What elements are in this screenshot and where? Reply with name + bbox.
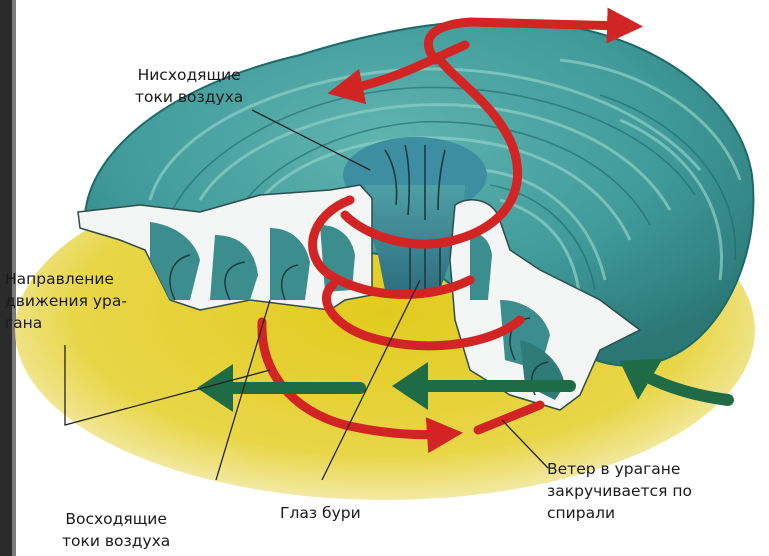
label-updrafts: Восходящие токи воздуха xyxy=(62,508,170,552)
label-downdrafts: Нисходящие токи воздуха xyxy=(135,64,243,108)
label-direction: Направление движения ура- гана xyxy=(5,268,127,334)
label-spiral-wind: Ветер в урагане закручивается по спирали xyxy=(547,458,692,524)
label-eye: Глаз бури xyxy=(280,502,361,524)
